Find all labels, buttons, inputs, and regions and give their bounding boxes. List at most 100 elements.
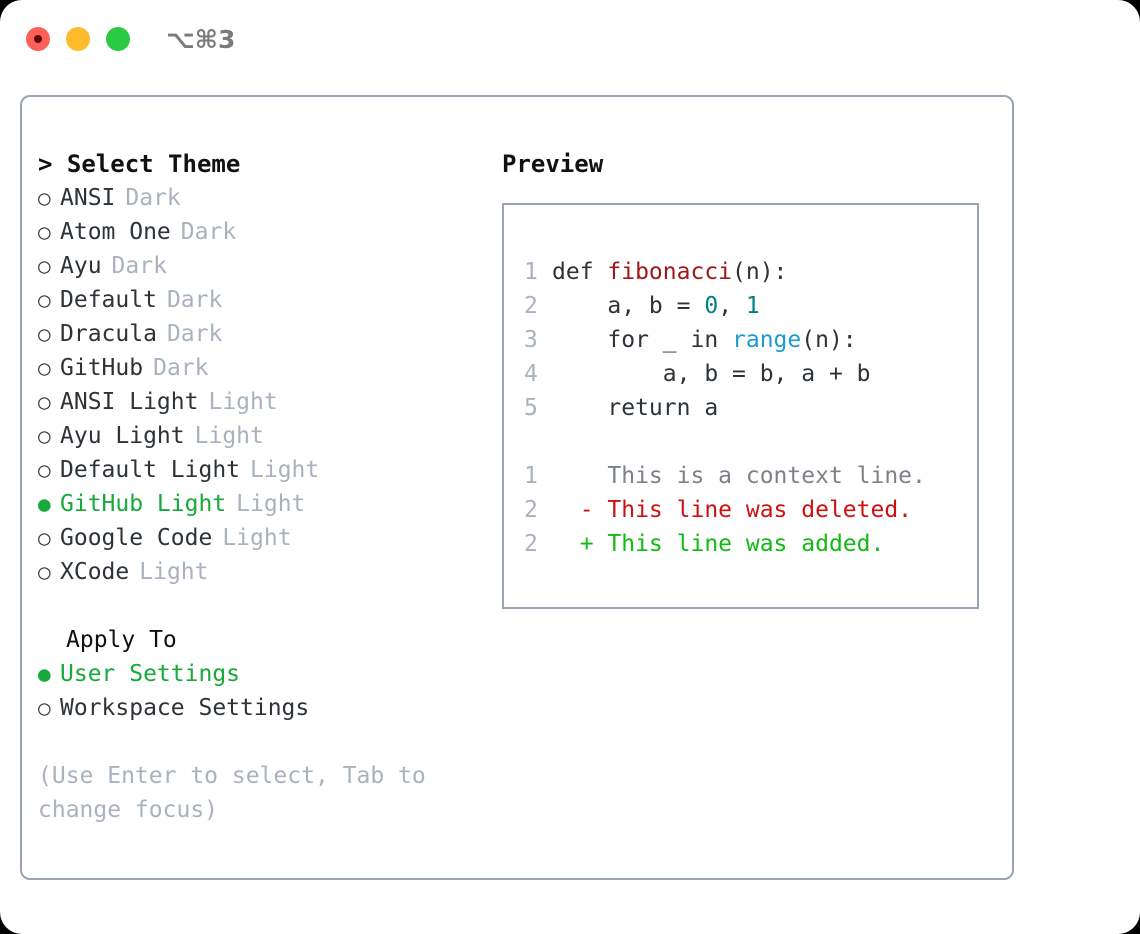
- code-line: 4 a, b = b, a + b: [524, 357, 977, 391]
- list-spacer: [38, 589, 488, 623]
- theme-category-label: Light: [222, 525, 292, 551]
- preview-heading: Preview: [502, 150, 604, 178]
- diff-marker: +: [552, 531, 608, 557]
- code-token-plain: for _ in: [552, 327, 733, 353]
- theme-category-label: Light: [194, 423, 264, 449]
- theme-option-atom-one[interactable]: ○ Atom One Dark: [38, 215, 488, 249]
- radio-unselected-icon: ○: [38, 526, 51, 550]
- line-number: 1: [524, 463, 538, 489]
- theme-option-ansi-light[interactable]: ○ ANSI Light Light: [38, 385, 488, 419]
- keyboard-hint-text: (Use Enter to select, Tab to change focu…: [38, 763, 440, 823]
- theme-option-google-code[interactable]: ○ Google Code Light: [38, 521, 488, 555]
- diff-text: This line was added.: [607, 531, 885, 557]
- diff-marker: [552, 459, 607, 493]
- apply-to-label: User Settings: [60, 661, 241, 687]
- radio-unselected-icon: ○: [38, 356, 51, 380]
- code-token-plain: return a: [552, 395, 719, 421]
- theme-category-label: Light: [208, 389, 278, 415]
- theme-category-label: Dark: [180, 219, 237, 245]
- theme-name-label: ANSI Light: [60, 389, 199, 415]
- code-line: 5 return a: [524, 391, 977, 425]
- theme-name-label: Ayu Light: [60, 423, 185, 449]
- diff-line-context: 1 This is a context line.: [524, 459, 977, 493]
- line-number: 2: [524, 531, 538, 557]
- radio-unselected-icon: ○: [38, 288, 51, 312]
- apply-to-option-user-settings[interactable]: ● User Settings: [38, 657, 488, 691]
- theme-name-label: XCode: [60, 559, 130, 585]
- theme-name-label: Dracula: [60, 321, 157, 347]
- theme-option-github-light[interactable]: ● GitHub Light Light: [38, 487, 488, 521]
- radio-unselected-icon: ○: [38, 186, 51, 210]
- minimize-button-icon[interactable]: [66, 27, 90, 51]
- theme-option-default-light[interactable]: ○ Default Light Light: [38, 453, 488, 487]
- radio-unselected-icon: ○: [38, 560, 51, 584]
- code-line: 2 a, b = 0, 1: [524, 289, 977, 323]
- theme-name-label: ANSI: [60, 185, 116, 211]
- diff-text: This is a context line.: [607, 463, 926, 489]
- code-token-fn: fibonacci: [607, 259, 733, 285]
- code-token-plain: (n):: [732, 259, 788, 285]
- line-number: 4: [524, 361, 538, 387]
- theme-option-default[interactable]: ○ Default Dark: [38, 283, 488, 317]
- radio-unselected-icon: ○: [38, 390, 51, 414]
- radio-selected-icon: ●: [38, 662, 51, 686]
- code-token-plain: def: [552, 259, 608, 285]
- window-controls: [26, 27, 130, 51]
- maximize-button-icon[interactable]: [106, 27, 130, 51]
- code-line: 3 for _ in range(n):: [524, 323, 977, 357]
- theme-category-label: Dark: [153, 355, 209, 381]
- select-theme-heading: > Select Theme: [38, 150, 241, 178]
- theme-name-label: Default Light: [60, 457, 241, 483]
- diff-sample: 1 This is a context line. 2 - This line w…: [524, 459, 977, 561]
- radio-selected-icon: ●: [38, 492, 51, 516]
- radio-unselected-icon: ○: [38, 424, 51, 448]
- line-number: 3: [524, 327, 538, 353]
- theme-name-label: Google Code: [60, 525, 213, 551]
- diff-line-added: 2 + This line was added.: [524, 527, 977, 561]
- theme-name-label: Atom One: [60, 219, 171, 245]
- line-number: 1: [524, 259, 538, 285]
- line-number: 5: [524, 395, 538, 421]
- code-line: 1 def fibonacci(n):: [524, 255, 977, 289]
- theme-option-ansi[interactable]: ○ ANSI Dark: [38, 181, 488, 215]
- title-bar: ⌥⌘3: [0, 0, 1140, 78]
- close-button-icon[interactable]: [26, 27, 50, 51]
- apply-to-label: Workspace Settings: [60, 695, 310, 721]
- code-token-call: range: [732, 327, 802, 353]
- theme-option-ayu[interactable]: ○ Ayu Dark: [38, 249, 488, 283]
- radio-unselected-icon: ○: [38, 220, 51, 244]
- theme-category-label: Light: [236, 491, 306, 517]
- theme-name-label: Default: [60, 287, 157, 313]
- line-number: 2: [524, 497, 538, 523]
- line-number: 2: [524, 293, 538, 319]
- theme-option-ayu-light[interactable]: ○ Ayu Light Light: [38, 419, 488, 453]
- code-token-plain: ,: [718, 293, 746, 319]
- radio-unselected-icon: ○: [38, 458, 51, 482]
- code-token-plain: a, b = b, a + b: [552, 361, 871, 387]
- theme-name-label: GitHub Light: [60, 491, 227, 517]
- theme-category-label: Light: [250, 457, 320, 483]
- apply-to-option-workspace-settings[interactable]: ○Workspace Settings: [38, 691, 488, 725]
- apply-to-options: ● User Settings ○Workspace Settings: [38, 657, 488, 725]
- diff-text: This line was deleted.: [607, 497, 913, 523]
- theme-name-label: Ayu: [60, 253, 102, 279]
- theme-category-label: Dark: [111, 253, 167, 279]
- diff-marker: -: [552, 497, 608, 523]
- theme-category-label: Dark: [166, 321, 223, 347]
- radio-unselected-icon: ○: [38, 254, 51, 278]
- apply-to-heading: Apply To: [66, 627, 177, 653]
- theme-category-label: Dark: [166, 287, 223, 313]
- theme-category-label: Dark: [125, 185, 181, 211]
- code-token-plain: a, b =: [552, 293, 705, 319]
